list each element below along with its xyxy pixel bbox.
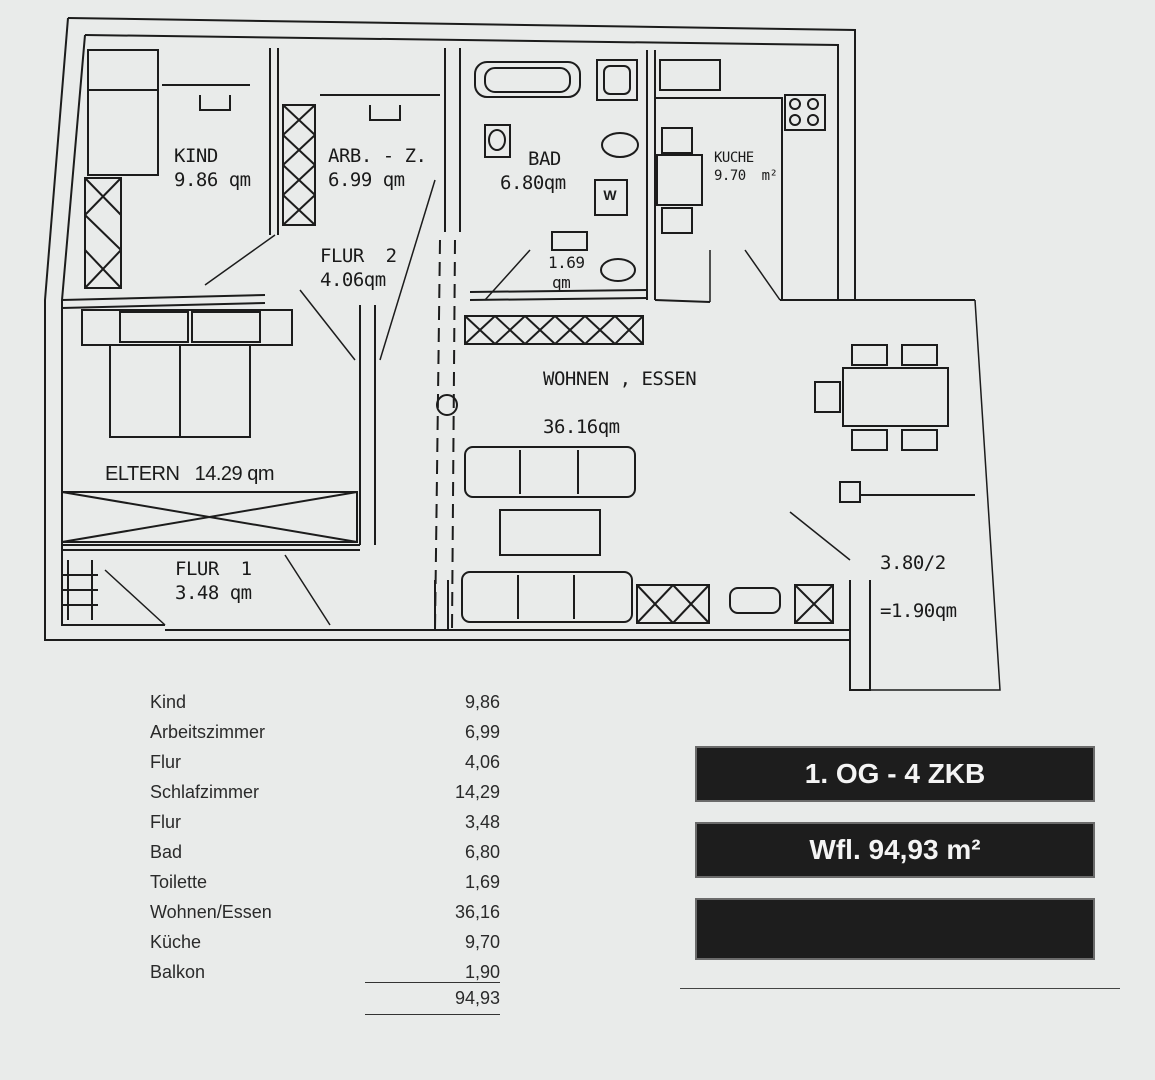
closet-wohnen — [464, 315, 644, 345]
area-table: Kind 9,86 Arbeitszimmer 6,99 Flur 4,06 Schl… — [150, 687, 500, 987]
desk-arb — [320, 94, 440, 121]
balcony-outline — [860, 299, 1001, 691]
interior-walls — [61, 48, 838, 630]
row-name: Kind — [150, 691, 187, 712]
outer-walls — [44, 17, 975, 691]
table-row: Bad 6,80 — [150, 837, 500, 867]
table-row: Balkon 1,90 — [150, 957, 500, 987]
row-name: Wohnen/Essen — [150, 901, 272, 922]
coffee-table — [499, 509, 601, 556]
row-value: 1,90 — [464, 961, 500, 982]
table-row: Toilette 1,69 — [150, 867, 500, 897]
apartment-type-banner: 1. OG - 4 ZKB — [695, 746, 1095, 802]
living-area-banner: Wfl. 94,93 m² — [695, 822, 1095, 878]
total-value: 94,93 — [454, 988, 500, 1008]
sofa-bottom — [461, 571, 633, 623]
desk-kind — [162, 84, 250, 111]
row-value: 3,48 — [464, 811, 500, 832]
closet-arb — [282, 104, 316, 226]
bath-sink-toilet — [484, 59, 639, 282]
row-value: 6,80 — [464, 841, 500, 862]
row-name: Bad — [150, 841, 183, 862]
bathtub — [474, 61, 581, 98]
room-arbz-label: ARB. - Z.6.99 qm — [328, 145, 427, 191]
row-value: 9,86 — [464, 691, 500, 712]
row-name: Schlafzimmer — [150, 781, 260, 802]
row-name: Küche — [150, 931, 202, 952]
row-value: 4,06 — [464, 751, 500, 772]
row-name: Toilette — [150, 871, 208, 892]
floor-plan-drawing: W — [44, 17, 1001, 691]
table-row: Flur 3,48 — [150, 807, 500, 837]
redacted-banner — [695, 898, 1095, 960]
washer-label: W — [603, 187, 617, 203]
total-underline — [365, 1014, 500, 1015]
table-row: Kind 9,86 — [150, 687, 500, 717]
closet-kind — [84, 177, 122, 289]
row-value: 9,70 — [464, 931, 500, 952]
row-name: Flur — [150, 811, 181, 832]
table-row: Flur 4,06 — [150, 747, 500, 777]
room-balkon-label: 3.80/2=1.90qm — [880, 552, 957, 622]
structural-line — [434, 239, 441, 631]
tv-unit — [729, 587, 781, 614]
sofa-top — [464, 446, 636, 498]
table-row: Schlafzimmer 14,29 — [150, 777, 500, 807]
kitchen-table — [656, 127, 703, 234]
table-row: Wohnen/Essen 36,16 — [150, 897, 500, 927]
row-name: Balkon — [150, 961, 206, 982]
row-name: Arbeitszimmer — [150, 721, 266, 742]
sideboard — [636, 584, 834, 624]
kitchen-counter — [655, 59, 826, 300]
table-row: Arbeitszimmer 6,99 — [150, 717, 500, 747]
row-value: 14,29 — [454, 781, 500, 802]
divider — [680, 988, 1120, 989]
door-swings — [104, 179, 851, 626]
row-name: Flur — [150, 751, 181, 772]
row-value: 36,16 — [454, 901, 500, 922]
chimney-symbol — [436, 394, 458, 416]
dining-table — [814, 344, 949, 451]
stair-railing — [62, 560, 98, 620]
row-value: 1,69 — [464, 871, 500, 892]
double-bed — [81, 309, 293, 438]
kid-bed — [87, 49, 159, 176]
table-row: Küche 9,70 — [150, 927, 500, 957]
closet-eltern — [61, 491, 358, 543]
row-value: 6,99 — [464, 721, 500, 742]
room-eltern-label: ELTERN 14.29 qm — [105, 463, 274, 485]
total-rule — [365, 982, 500, 983]
